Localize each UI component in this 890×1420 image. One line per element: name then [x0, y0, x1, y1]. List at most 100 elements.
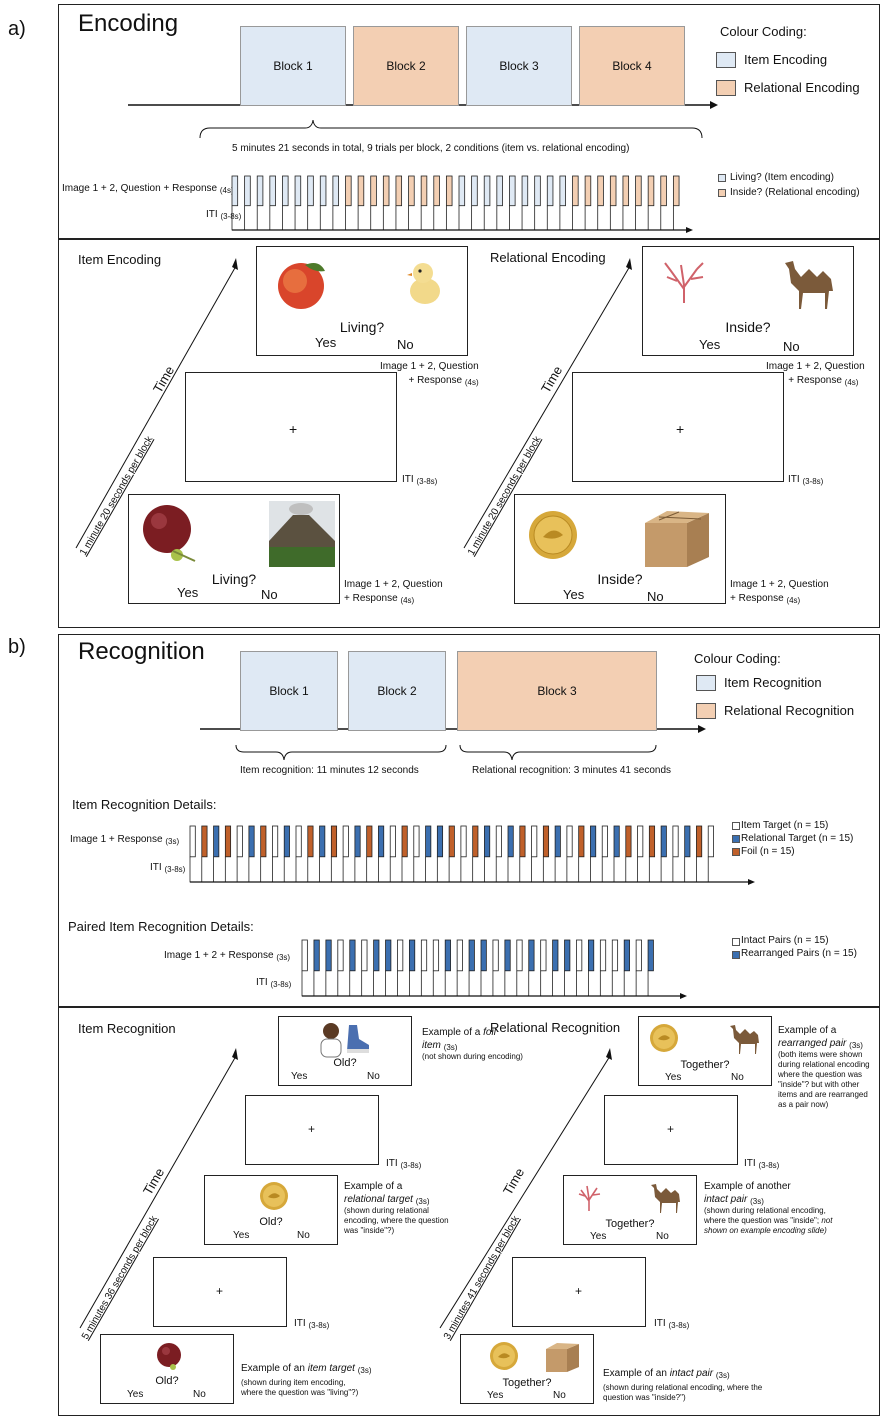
trial-pulse: [660, 825, 667, 858]
living-question: Living?: [211, 571, 257, 587]
trial-pulse: [378, 825, 385, 858]
timeline-arrowhead: [686, 227, 693, 233]
inside-question: Inside?: [597, 571, 643, 587]
trial-pulse: [342, 825, 349, 858]
trial-pulse: [509, 175, 516, 207]
item-rec-iti-label-1: ITI (3-8s): [386, 1158, 422, 1170]
item-encoding-iti: +: [185, 372, 397, 482]
intact-pair-example-note: (shown during relational encoding, where…: [603, 1383, 763, 1402]
coin-image: [650, 1024, 678, 1052]
item-recognition-iti-1: +: [245, 1095, 379, 1165]
trial-pulse: [294, 175, 302, 207]
item-rec-iti-label: ITI (3-8s): [150, 862, 186, 874]
trial-pulse: [445, 175, 453, 207]
yes-option: Yes: [177, 585, 199, 600]
trial-pulse: [301, 939, 308, 972]
recognition-title: Recognition: [78, 638, 205, 665]
trial-pulse: [295, 825, 302, 858]
coin-image: [260, 1182, 288, 1210]
fixation-cross: +: [667, 1122, 675, 1136]
trial-pulse: [389, 825, 396, 858]
legend-swatch-rearranged-pairs: [732, 951, 740, 959]
legend-foil: Foil (n = 15): [741, 846, 795, 857]
legend-relational-target: Relational Target (n = 15): [741, 833, 854, 844]
no-option: No: [193, 1389, 206, 1400]
trial-pulse: [496, 175, 503, 207]
rel-enc-iti-label: ITI (3-8s): [788, 474, 824, 486]
yes-option: Yes: [127, 1389, 144, 1400]
trial-pulse: [472, 825, 479, 858]
trial-pulse: [408, 939, 416, 972]
trial-pulse: [534, 175, 541, 207]
trial-pulse: [528, 939, 535, 972]
yes-option: Yes: [699, 337, 721, 352]
item-encoding-trial-1: Living? Yes No: [128, 494, 340, 604]
trial-pulse: [231, 175, 239, 207]
trial-pulse: [361, 939, 368, 972]
trial-pulse: [397, 939, 404, 972]
relational-recognition-iti-1: +: [604, 1095, 738, 1165]
rel-enc-stim-label-1: Image 1 + 2, Question + Response (4s): [766, 361, 865, 387]
trial-pulse: [385, 939, 392, 972]
trial-pulse: [260, 825, 267, 858]
trial-pulse: [597, 175, 604, 207]
trial-pulse: [578, 825, 585, 858]
trial-pulse: [480, 939, 487, 972]
legend-swatch-relational-target: [732, 835, 740, 843]
trial-pulse: [572, 175, 579, 207]
encoding-brace: [199, 119, 703, 139]
trial-pulse: [332, 175, 339, 207]
yes-option: Yes: [665, 1072, 682, 1083]
trial-pulse: [483, 175, 491, 207]
legend-item-target: Item Target (n = 15): [741, 820, 829, 831]
relational-encoding-trial-2: Inside? Yes No: [642, 246, 854, 356]
trial-pulse: [325, 939, 332, 972]
recognition-block-2: Block 2: [348, 651, 446, 731]
no-option: No: [731, 1072, 744, 1083]
encoding-block-1: Block 1: [240, 26, 346, 106]
trial-pulse: [248, 825, 255, 858]
legend-intact-pairs: Intact Pairs (n = 15): [741, 935, 829, 946]
trial-pulse: [672, 175, 680, 207]
trial-pulse: [672, 825, 679, 858]
item-target-trial: Old? Yes No: [100, 1334, 234, 1404]
living-question: Living?: [339, 319, 385, 335]
item-recognition-details-title: Item Recognition Details:: [72, 797, 217, 812]
legend-swatch-item-recognition: [696, 675, 716, 691]
fixation-cross: +: [216, 1284, 224, 1298]
brace-item-recognition: Item recognition: 11 minutes 12 seconds: [240, 765, 419, 776]
trial-pulse: [484, 825, 491, 858]
yes-option: Yes: [233, 1230, 250, 1241]
trial-pulse: [458, 175, 466, 207]
chick-image: [407, 263, 440, 304]
trial-pulse: [395, 175, 403, 207]
trial-pulse: [647, 939, 654, 972]
legend-swatch-intact-pairs: [732, 938, 740, 946]
item-recognition-title: Item Recognition: [78, 1021, 176, 1036]
trial-pulse: [307, 825, 314, 858]
trial-legend-swatch-inside: [718, 189, 726, 197]
fixation-cross: +: [575, 1284, 583, 1298]
together-question: Together?: [605, 1218, 655, 1230]
legend-swatch-relational-recognition: [696, 703, 716, 719]
trial-pulse: [660, 175, 667, 207]
trial-pulse: [648, 825, 656, 858]
coral-image: [578, 1185, 601, 1211]
trial-pulse: [420, 175, 428, 207]
trial-pulse: [420, 939, 428, 972]
yes-option: Yes: [291, 1071, 308, 1082]
trial-pulse: [349, 939, 356, 972]
trial-pulse: [519, 825, 526, 858]
coin-image: [490, 1342, 518, 1370]
rec-colour-coding-title: Colour Coding:: [694, 651, 781, 666]
trial-pulse: [507, 825, 514, 858]
trial-pulse: [436, 825, 444, 858]
no-option: No: [297, 1230, 310, 1241]
trial-pulse: [611, 939, 619, 972]
recognition-block-3: Block 3: [457, 651, 657, 731]
paired-iti-label: ITI (3-8s): [256, 977, 292, 989]
trial-pulse: [635, 175, 642, 207]
trial-pulse: [213, 825, 220, 858]
panel-a-top: [58, 4, 880, 240]
